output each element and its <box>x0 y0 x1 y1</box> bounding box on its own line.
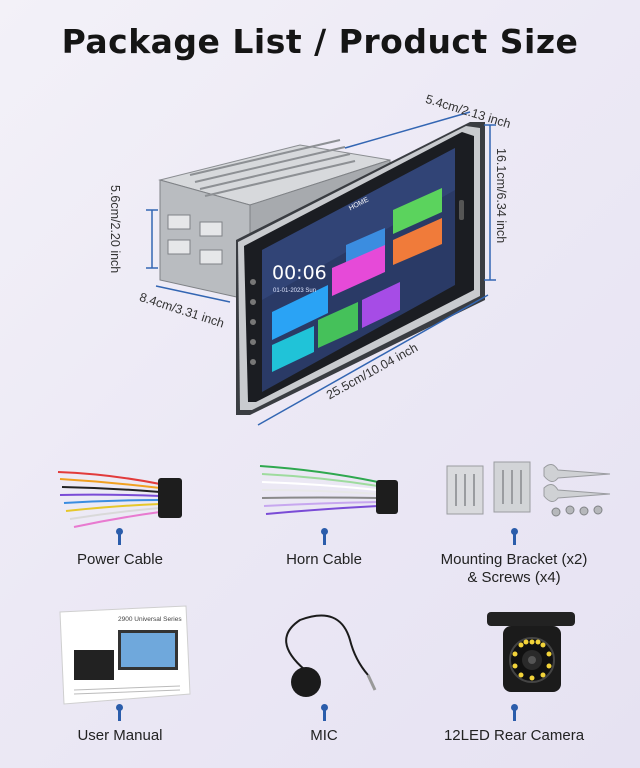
caption-horn-cable: Horn Cable <box>286 551 362 568</box>
screen-date: 01-01-2023 Sun <box>273 288 316 294</box>
caption-rear-camera: 12LED Rear Camera <box>443 727 585 744</box>
pin-marker <box>116 528 123 545</box>
caption-mounting-bracket-line2: & Screws (x4) <box>467 569 561 586</box>
app-tile-radio <box>393 218 442 265</box>
page-title: Package List / Product Size <box>61 22 579 61</box>
caption-mic: MIC <box>310 727 338 744</box>
dimension-lines <box>146 111 496 426</box>
app-tile-phone <box>318 302 358 348</box>
caption-mounting-bracket: Mounting Bracket (x2) & Screws (x4) <box>414 551 614 587</box>
user-manual-image <box>59 605 191 705</box>
mounting-bracket-image <box>446 461 611 517</box>
mic-image <box>285 614 377 697</box>
caption-mounting-bracket-line1: Mounting Bracket (x2) <box>440 551 588 568</box>
pin-marker <box>511 528 518 545</box>
screen-clock: 00:06 <box>272 262 327 284</box>
caption-power-cable: Power Cable <box>77 551 163 568</box>
horn-cable-image <box>259 465 398 515</box>
app-tile-music <box>362 282 400 328</box>
pin-marker <box>321 704 328 721</box>
app-tile-dvd <box>346 228 385 265</box>
caption-user-manual: User Manual <box>77 727 163 744</box>
pin-marker <box>321 528 328 545</box>
app-tile-video <box>272 326 314 372</box>
app-tile-carplay <box>332 245 385 296</box>
pin-marker <box>511 704 518 721</box>
pin-marker <box>116 704 123 721</box>
power-cable-image <box>57 471 182 528</box>
app-tile-android-auto <box>393 188 442 234</box>
manual-cover-title: 2900 Universal Series <box>118 616 182 623</box>
rear-camera-image <box>487 612 575 692</box>
volume-knob <box>459 200 464 220</box>
app-tile-bluetooth <box>272 285 328 340</box>
screen-day: Sun <box>305 288 317 294</box>
side-buttons <box>250 279 256 365</box>
app-tiles <box>272 188 442 372</box>
screen-date-value: 01-01-2023 <box>273 288 304 294</box>
